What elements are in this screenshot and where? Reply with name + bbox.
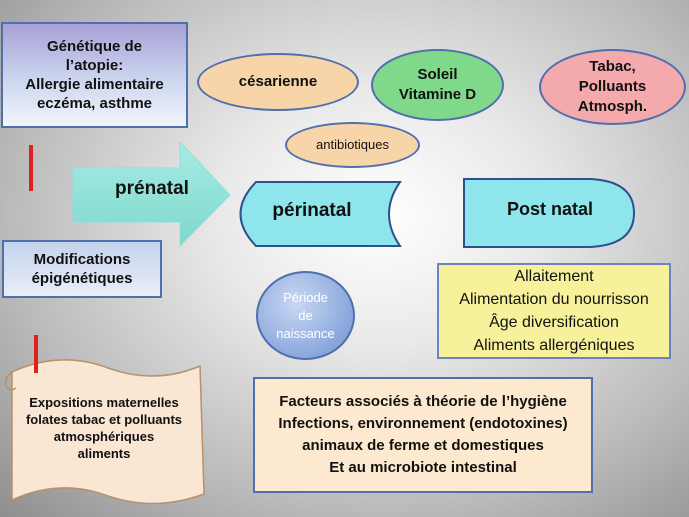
periode-line: naissance [276,325,335,341]
soleil-line: Soleil [417,66,458,83]
expo-line: aliments [77,446,131,461]
hygiene-line: animaux de ferme et domestiques [302,437,544,454]
periode-line: Période [283,289,328,305]
epigenetic-box: Modifications épigénétiques [2,240,162,298]
antibiotics-oval: antibiotiques [285,122,420,168]
expo-line: Expositions maternelles [29,395,179,410]
red-connector-bar [29,145,33,191]
genetic-atopy-box: Génétique de l’atopie: Allergie alimenta… [1,22,188,128]
perinatal-label: périnatal [272,200,352,221]
hygiene-line: Facteurs associés à théorie de l’hygiène [279,393,567,410]
genetique-line: Génétique de [46,38,143,55]
genetique-line: Allergie alimentaire [25,76,164,93]
tabac-line: Polluants [578,78,647,95]
prenatal-arrow-shape [72,140,231,248]
genetique-line: eczéma, asthme [36,95,153,112]
tabac-line: Atmosph. [577,98,648,115]
soleil-line: Vitamine D [398,86,477,103]
breastfeeding-box: Allaitement Alimentation du nourrisson Â… [437,263,671,359]
red-connector-bar [34,335,38,373]
scroll-shape [11,359,205,505]
hygiene-line: Infections, environnement (endotoxines) [278,415,568,432]
allait-line: Alimentation du nourrisson [459,291,649,308]
cesarienne-label: césarienne [238,73,318,90]
genetique-line: l’atopie: [65,57,124,74]
perinatal-shape [239,181,402,247]
tabac-line: Tabac, [589,58,636,75]
maternal-exposures-text: Expositions maternelles folates tabac et… [6,394,202,462]
allait-line: Âge diversification [489,314,619,331]
expo-line: atmosphériques [53,429,155,444]
prenatal-label: prénatal [115,178,189,199]
sun-vitamin-d-oval: Soleil Vitamine D [371,49,504,121]
postnatal-label: Post natal [506,199,594,219]
scroll-curl [4,371,17,391]
postnatal-shape [463,178,636,248]
birth-period-circle: Période de naissance [256,271,355,360]
cesarean-oval: césarienne [197,53,359,111]
allait-line: Aliments allergéniques [473,337,635,354]
expo-line: folates tabac et polluants [25,412,183,427]
tobacco-pollutants-oval: Tabac, Polluants Atmosph. [539,49,686,125]
modif-line: Modifications [33,251,131,268]
modif-line: épigénétiques [31,270,133,287]
hygiene-theory-box: Facteurs associés à théorie de l’hygiène… [253,377,593,493]
antibiotiques-label: antibiotiques [316,137,389,152]
hygiene-line: Et au microbiote intestinal [329,459,517,476]
allait-line: Allaitement [514,268,594,285]
periode-line: de [298,307,313,323]
